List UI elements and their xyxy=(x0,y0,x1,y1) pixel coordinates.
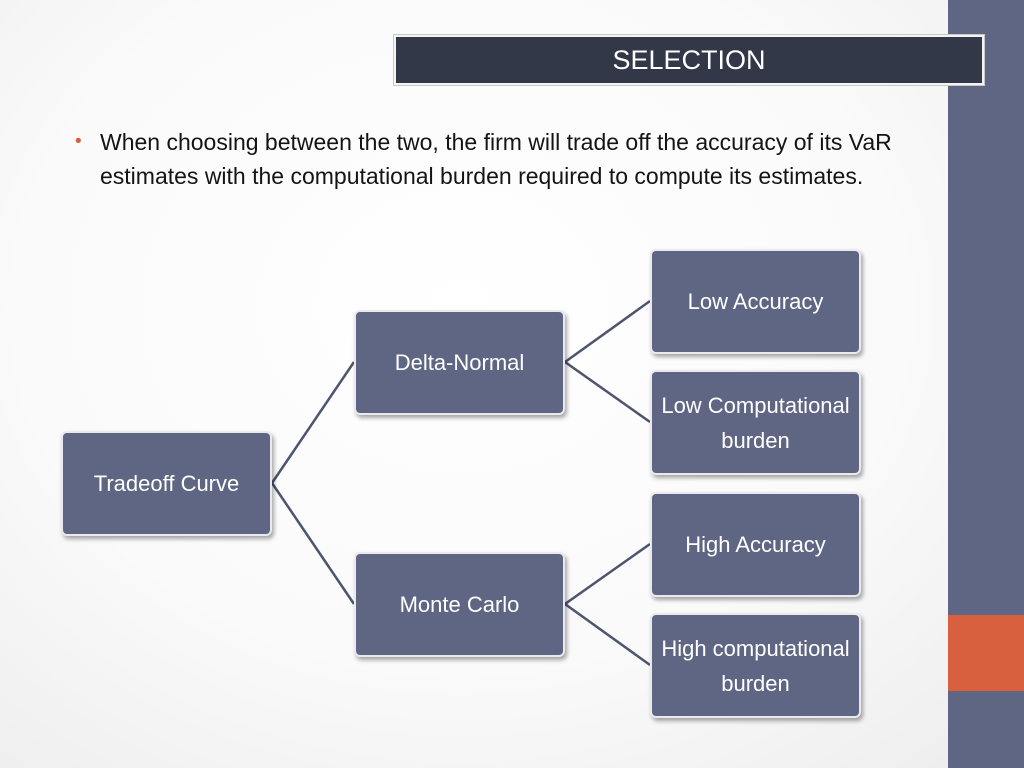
node-low-accuracy: Low Accuracy xyxy=(650,249,861,354)
connector-monte-carlo-to-high-accuracy xyxy=(564,542,651,606)
diagram-connectors xyxy=(270,299,651,667)
node-monte-carlo: Monte Carlo xyxy=(354,552,565,657)
bullet-dot-icon: • xyxy=(75,131,82,152)
connector-delta-normal-to-low-accuracy xyxy=(564,299,651,364)
connector-root-to-delta-normal xyxy=(270,361,356,484)
node-delta-normal: Delta-Normal xyxy=(354,310,565,415)
connector-monte-carlo-to-high-burden xyxy=(564,602,651,667)
connector-root-to-monte-carlo xyxy=(270,482,356,605)
node-low-computational-burden: Low Computational burden xyxy=(650,370,861,475)
side-accent-block xyxy=(948,615,1024,691)
node-high-computational-burden: High computational burden xyxy=(650,613,861,718)
node-tradeoff-curve: Tradeoff Curve xyxy=(61,431,272,536)
slide-title: SELECTION xyxy=(393,34,985,86)
connector-delta-normal-to-low-burden xyxy=(564,360,651,424)
node-high-accuracy: High Accuracy xyxy=(650,492,861,597)
bullet-point: • When choosing between the two, the fir… xyxy=(75,125,955,193)
bullet-text: When choosing between the two, the firm … xyxy=(100,129,892,189)
